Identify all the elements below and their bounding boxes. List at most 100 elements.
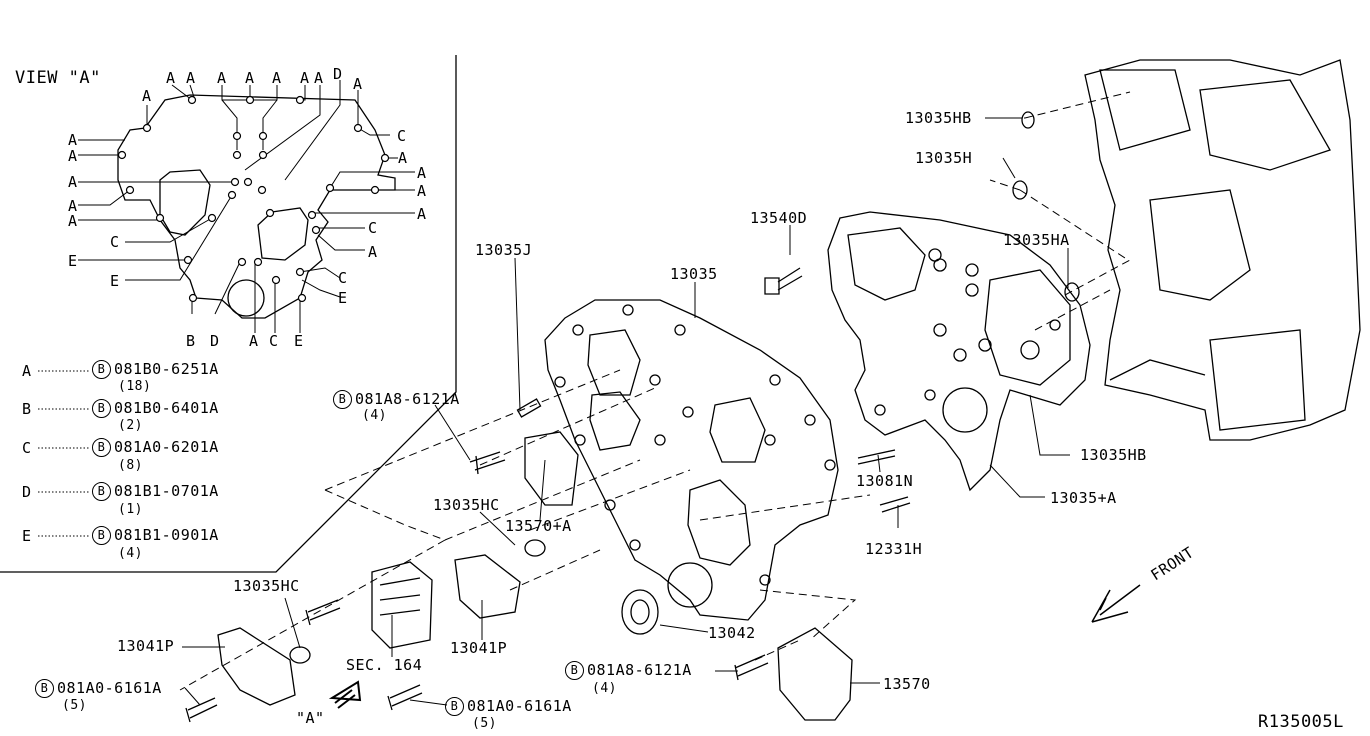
dowel-12331H xyxy=(880,497,910,512)
engine-timing-area xyxy=(1150,190,1250,300)
front-cover-port-3 xyxy=(590,392,640,450)
legend-key: E xyxy=(22,527,32,545)
part-label-13035hb-top: 13035HB xyxy=(905,109,972,127)
fasteners xyxy=(186,268,910,722)
bolt-symbol-icon: B xyxy=(92,482,111,501)
bolt-symbol-icon: B xyxy=(333,390,352,409)
view-a-letter: E xyxy=(68,252,78,270)
inner-cover-bore xyxy=(943,388,987,432)
view-a-letter: A xyxy=(353,75,363,93)
view-a-letter: C xyxy=(269,332,279,350)
view-a-inner-opening xyxy=(160,170,210,235)
cover-13041p-left xyxy=(218,628,295,705)
bolt-symbol-icon: B xyxy=(92,360,111,379)
inner-cover-opening-2 xyxy=(985,270,1070,385)
part-label-13081n: 13081N xyxy=(856,472,914,490)
bolt-081A0-mid xyxy=(388,685,422,710)
view-a-inner-opening-2 xyxy=(258,208,308,260)
legend-qty: (18) xyxy=(118,379,152,394)
view-a-bolt-holes xyxy=(119,97,389,302)
legend-key: D xyxy=(22,483,32,501)
view-a-letter: A xyxy=(217,69,227,87)
construction-lines xyxy=(180,92,1130,690)
view-a-letter: A xyxy=(68,131,78,149)
bolt-symbol-icon: B xyxy=(92,399,111,418)
view-a-letter: A xyxy=(272,69,282,87)
bolt-sec164 xyxy=(306,600,340,625)
legend-qty: (8) xyxy=(118,458,143,473)
bolt-symbol-icon: B xyxy=(445,697,464,716)
view-a-letter: A xyxy=(68,147,78,165)
legend-qty: (1) xyxy=(118,502,143,517)
view-a-letter: A xyxy=(417,164,427,182)
view-a-letter: A xyxy=(68,197,78,215)
legend-key: C xyxy=(22,439,32,457)
part-label-13035h: 13035H xyxy=(915,149,973,167)
engine-oil-pan xyxy=(1210,330,1305,430)
view-a-border xyxy=(0,55,456,572)
view-a-letter: E xyxy=(338,289,348,307)
front-arrow xyxy=(1092,585,1140,622)
legend-qty: (4) xyxy=(118,546,143,561)
view-a-letter: A xyxy=(245,69,255,87)
view-a-leaders xyxy=(78,80,415,333)
part-label-13041p-mid: 13041P xyxy=(450,639,508,657)
bolt-symbol-icon: B xyxy=(35,679,54,698)
part-label-12331h: 12331H xyxy=(865,540,923,558)
bolt-symbol-icon: B xyxy=(92,526,111,545)
part-label-13540d: 13540D xyxy=(750,209,808,227)
part-label-13035hb-right: 13035HB xyxy=(1080,446,1147,464)
oring-13035HB-top xyxy=(1022,112,1034,128)
view-a-marker: "A" xyxy=(296,709,325,727)
view-a-letter: A xyxy=(314,69,324,87)
engine-head-right xyxy=(1200,80,1330,170)
part-leaders xyxy=(182,118,1070,705)
view-a-letter: A xyxy=(68,212,78,230)
view-a-letter: A xyxy=(186,69,196,87)
view-a-letter: A xyxy=(249,332,259,350)
inner-cover-outline xyxy=(828,212,1090,490)
part-label-13035hc-mid: 13035HC xyxy=(433,496,500,514)
engine-lower-edge xyxy=(1110,360,1205,380)
sec164-module xyxy=(372,562,432,648)
legend-qty: (2) xyxy=(118,418,143,433)
inner-cover-holes xyxy=(875,249,1060,415)
engine-block-outline xyxy=(1085,60,1360,440)
bolt-13540D-shank xyxy=(778,268,802,290)
front-cover-port-2 xyxy=(710,398,765,462)
view-a-title: VIEW "A" xyxy=(15,68,101,88)
seals xyxy=(290,112,1079,663)
view-a-letter: E xyxy=(294,332,304,350)
front-cover-outline xyxy=(545,300,838,620)
legend-key: A xyxy=(22,362,32,380)
view-a-letter: A xyxy=(368,243,378,261)
inner-cover-opening-1 xyxy=(848,228,925,300)
view-a-letter: C xyxy=(368,219,378,237)
oring-13035HC-left xyxy=(290,647,310,663)
part-label-13035: 13035 xyxy=(670,265,718,283)
view-a-letter: C xyxy=(338,269,348,287)
bolt-symbol-icon: B xyxy=(92,438,111,457)
view-a-letter: A xyxy=(417,182,427,200)
bolt-081A8-lower xyxy=(735,655,768,680)
part-label-13570: 13570 xyxy=(883,675,931,693)
bolt-qty-081a0-left: (5) xyxy=(62,698,87,713)
gasket-13570a xyxy=(525,432,578,505)
view-a-letter: A xyxy=(166,69,176,87)
view-a-letter: A xyxy=(300,69,310,87)
part-label-13035j: 13035J xyxy=(475,241,533,259)
part-label-13035ha: 13035HA xyxy=(1003,231,1070,249)
diagram-reference-code: R135005L xyxy=(1258,712,1344,732)
view-a-letter: A xyxy=(398,149,408,167)
view-a-letter: E xyxy=(110,272,120,290)
part-label-sec164: SEC. 164 xyxy=(346,656,423,674)
oring-13035HA xyxy=(1065,283,1079,301)
bolt-qty-081a8-lower: (4) xyxy=(592,681,617,696)
engine-head-left xyxy=(1100,70,1190,150)
